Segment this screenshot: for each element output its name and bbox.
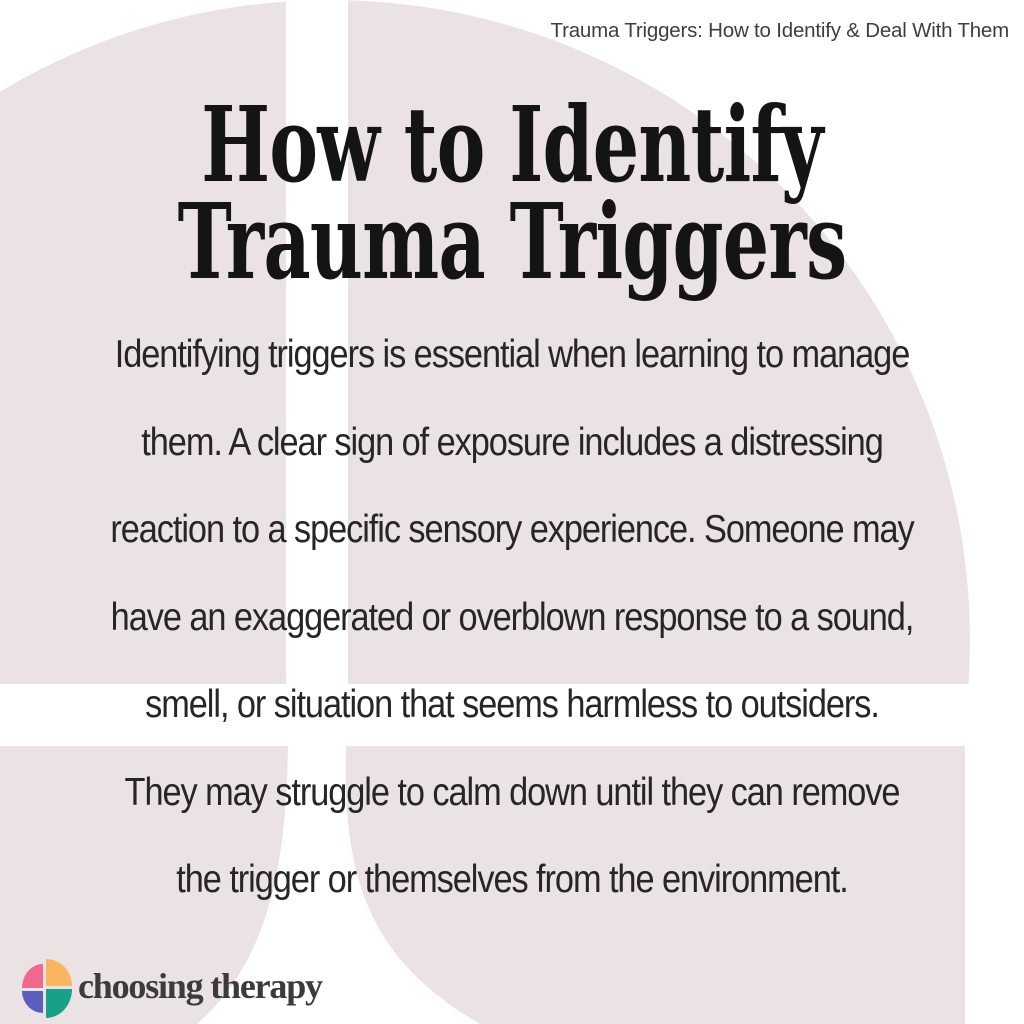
- body-paragraph: Identifying triggers is essential when l…: [61, 311, 962, 924]
- choosing-therapy-logo-icon: [22, 958, 72, 1018]
- body-line: have an exaggerated or overblown respons…: [110, 595, 915, 639]
- page-title-line-1: How to Identify: [201, 83, 823, 206]
- logo-petal-pink-icon: [22, 963, 43, 988]
- background-vertical-stripe: [286, 0, 348, 686]
- body-line: reaction to a specific sensory experienc…: [110, 508, 914, 551]
- body-line: them. A clear sign of exposure includes …: [141, 420, 884, 464]
- background-horizontal-band: [0, 684, 1024, 746]
- logo-petal-orange-icon: [46, 958, 72, 986]
- page-header-note: Trauma Triggers: How to Identify & Deal …: [550, 19, 1010, 42]
- body-line: They may struggle to calm down until the…: [124, 770, 901, 814]
- logo-petal-teal-icon: [46, 988, 72, 1018]
- logo-wordmark: choosing therapy: [78, 966, 323, 1006]
- body-line: Identifying triggers is essential when l…: [114, 333, 911, 376]
- background-bottom-block: [0, 746, 965, 1024]
- background-flare-gap: [197, 746, 480, 1024]
- body-line: the trigger or themselves from the envir…: [176, 858, 848, 901]
- page-title-line-2: Trauma Triggers: [177, 180, 847, 303]
- body-line: smell, or situation that seems harmless …: [145, 683, 880, 726]
- brand-logo: choosing therapy: [22, 958, 323, 1018]
- page-title: How to Identify Trauma Triggers: [154, 83, 871, 303]
- logo-petal-blue-icon: [22, 990, 43, 1013]
